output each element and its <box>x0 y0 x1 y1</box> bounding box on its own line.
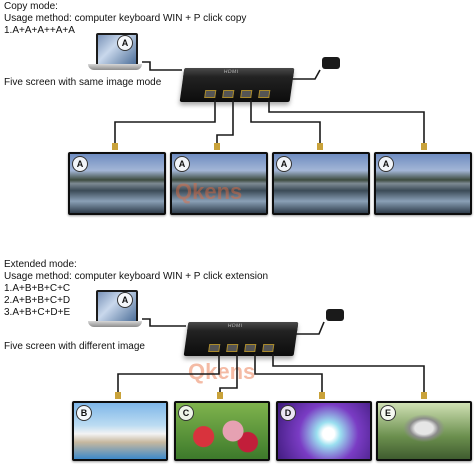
copy-output-cable-4 <box>268 100 425 150</box>
extended-mode-formula-1: 1.A+B+B+C+C <box>4 283 71 294</box>
extended-splitter-label: HDMI <box>227 323 244 329</box>
copy-connector-3 <box>317 143 323 150</box>
extended-mode-formula-3: 3.A+B+C+D+E <box>4 307 71 318</box>
extended-monitor-2: C <box>174 401 270 461</box>
copy-connector-1 <box>112 143 118 150</box>
extended-connector-1 <box>115 392 121 399</box>
extended-port-1 <box>208 344 221 352</box>
extended-splitter-top: HDMI <box>187 322 299 331</box>
extended-hdmi-splitter: HDMI <box>183 322 299 356</box>
copy-port-2 <box>222 90 235 98</box>
copy-watermark: Qkens <box>175 179 243 204</box>
copy-mode-usage: Usage method: computer keyboard WIN + P … <box>4 13 247 24</box>
copy-monitor-2-letter: A <box>174 156 190 172</box>
copy-port-3 <box>240 90 253 98</box>
extended-monitor-3: D <box>276 401 372 461</box>
copy-monitor-4: A <box>374 152 472 215</box>
extended-laptop-base <box>88 321 142 327</box>
extended-output-cable-4 <box>272 354 425 399</box>
extended-connector-3 <box>319 392 325 399</box>
extended-output-cable-3 <box>254 354 323 399</box>
extended-mode-formula-2: 2.A+B+B+C+D <box>4 295 71 306</box>
copy-input-cable <box>142 61 182 71</box>
copy-monitor-3-letter: A <box>276 156 292 172</box>
extended-monitor-1: B <box>72 401 168 461</box>
copy-output-cable-1 <box>114 100 216 150</box>
copy-power-cable <box>292 69 321 80</box>
extended-mode-description: Five screen with different image <box>4 341 145 352</box>
copy-power-adapter <box>322 57 340 69</box>
copy-monitor-1: A <box>68 152 166 215</box>
extended-monitor-3-letter: D <box>280 405 296 421</box>
copy-monitor-4-letter: A <box>378 156 394 172</box>
extended-laptop-letter: A <box>117 292 133 308</box>
extended-connector-4 <box>421 392 427 399</box>
copy-monitor-3: A <box>272 152 370 215</box>
copy-mode-title: Copy mode: <box>4 1 58 12</box>
copy-output-cable-2 <box>216 100 234 150</box>
copy-connector-4 <box>421 143 427 150</box>
extended-power-adapter <box>326 309 344 321</box>
extended-monitor-1-letter: B <box>76 405 92 421</box>
copy-hdmi-splitter: HDMI <box>179 68 295 102</box>
copy-laptop-letter: A <box>117 35 133 51</box>
extended-connector-2 <box>217 392 223 399</box>
extended-mode-title: Extended mode: <box>4 259 77 270</box>
extended-port-2 <box>226 344 239 352</box>
extended-monitor-4-letter: E <box>380 405 396 421</box>
extended-port-4 <box>262 344 275 352</box>
copy-connector-2 <box>214 143 220 150</box>
copy-port-4 <box>258 90 271 98</box>
copy-output-cable-3 <box>250 100 321 150</box>
copy-port-1 <box>204 90 217 98</box>
extended-mode-usage: Usage method: computer keyboard WIN + P … <box>4 271 269 282</box>
copy-laptop-base <box>88 64 142 70</box>
extended-port-3 <box>244 344 257 352</box>
copy-monitor-1-letter: A <box>72 156 88 172</box>
extended-monitor-2-letter: C <box>178 405 194 421</box>
copy-mode-formula: 1.A+A+A++A+A <box>4 25 75 36</box>
extended-watermark: Qkens <box>188 359 256 384</box>
copy-monitor-2: A <box>170 152 268 215</box>
extended-input-cable <box>142 318 186 327</box>
copy-splitter-label: HDMI <box>223 69 240 75</box>
extended-power-cable <box>296 321 325 335</box>
copy-mode-description: Five screen with same image mode <box>4 77 162 88</box>
extended-monitor-4: E <box>376 401 472 461</box>
copy-splitter-top: HDMI <box>183 68 295 77</box>
